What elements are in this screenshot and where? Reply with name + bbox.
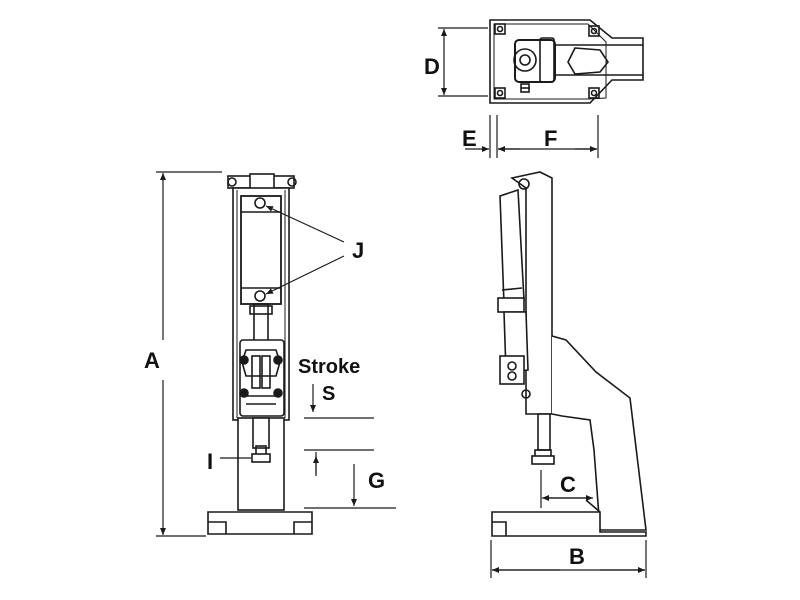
label-j: J (352, 238, 364, 263)
dimension-stroke (304, 384, 374, 451)
top-view-bolts (494, 23, 600, 99)
label-b: B (569, 544, 585, 569)
dimension-c (540, 470, 593, 508)
label-a: A (144, 348, 160, 373)
label-g: G (368, 468, 385, 493)
callout-j (265, 205, 345, 295)
side-view (491, 171, 647, 537)
label-d: D (424, 54, 440, 79)
label-f: F (544, 126, 557, 151)
label-c: C (560, 472, 576, 497)
label-stroke: Stroke (298, 356, 360, 378)
front-view (207, 173, 313, 535)
dimension-d (438, 27, 488, 97)
label-s: S (322, 383, 335, 405)
dimension-e-f (465, 115, 599, 158)
label-i: I (207, 449, 213, 474)
dimension-g (304, 452, 396, 509)
top-view (489, 19, 644, 104)
label-e: E (462, 126, 477, 151)
dimension-b (490, 540, 647, 578)
dimension-a (156, 171, 222, 537)
